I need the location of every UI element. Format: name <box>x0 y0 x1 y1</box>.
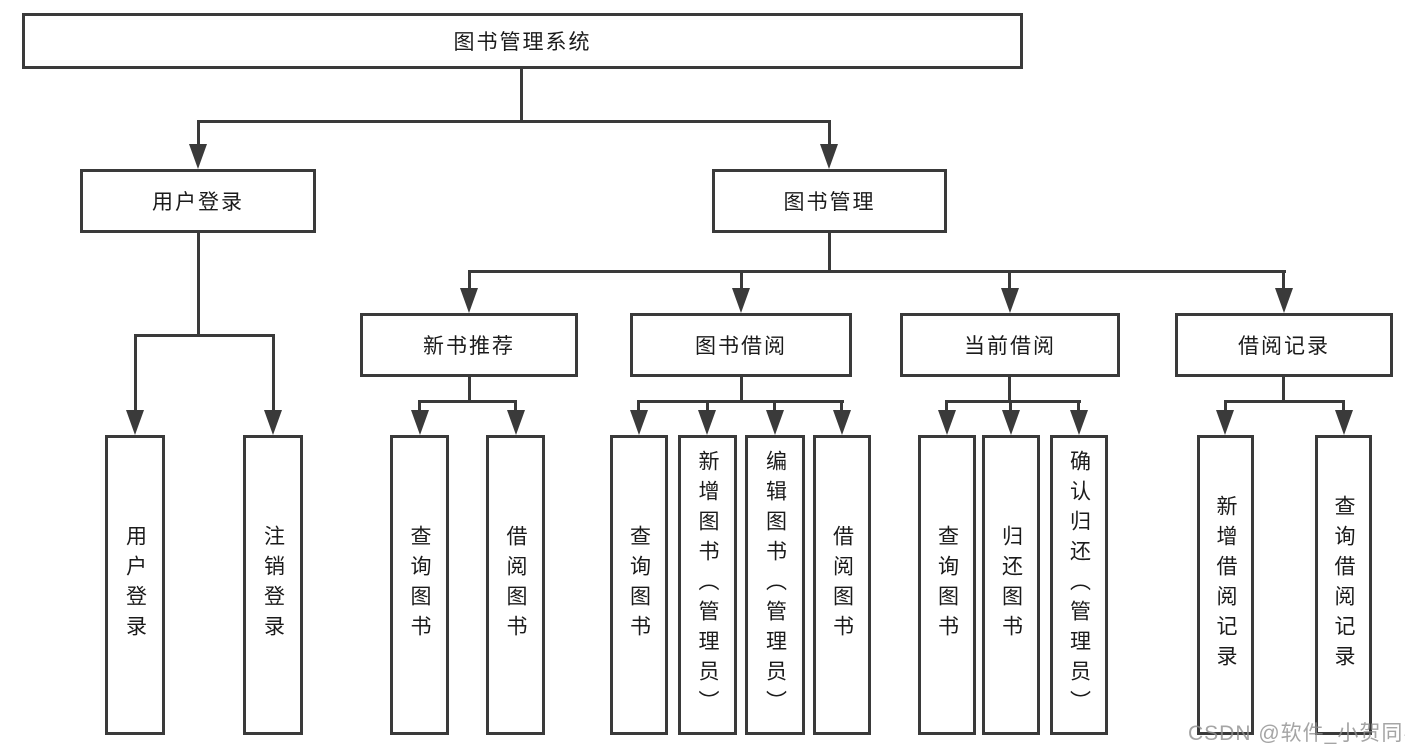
connector-current-stem <box>1008 377 1011 402</box>
node-borrowing-records-label: 借阅记录 <box>1238 335 1330 358</box>
leaf-query-borrow-record: 查询借阅记录 <box>1315 435 1372 735</box>
leaf-query-books-3: 查询图书 <box>918 435 976 735</box>
connector-l3-bar <box>468 270 1286 273</box>
node-root-label: 图书管理系统 <box>453 31 592 54</box>
arrowhead <box>460 288 478 313</box>
watermark-text: CSDN @软件_小贺同学 <box>1188 722 1405 745</box>
arrowhead <box>126 410 144 435</box>
node-current-borrowing: 当前借阅 <box>900 313 1120 377</box>
connector-l1-bar <box>197 120 831 123</box>
arrowhead <box>1216 410 1234 435</box>
connector-userlogin-stem <box>197 233 200 336</box>
node-book-management: 图书管理 <box>712 169 947 233</box>
leaf-user-login: 用户登录 <box>105 435 165 735</box>
connector-drop <box>514 400 517 412</box>
node-new-book-recommend-label: 新书推荐 <box>423 335 515 358</box>
arrowhead <box>833 410 851 435</box>
leaf-add-borrow-record: 新增借阅记录 <box>1197 435 1254 735</box>
connector-drop <box>637 400 640 412</box>
arrowhead <box>507 410 525 435</box>
connector-drop <box>840 400 843 412</box>
leaf-return-books: 归还图书 <box>982 435 1040 735</box>
connector-drop <box>1077 400 1080 412</box>
leaf-query-borrow-record-label: 查询借阅记录 <box>1332 495 1355 675</box>
connector-drop <box>740 270 743 290</box>
leaf-query-books-3-label: 查询图书 <box>935 525 959 645</box>
arrowhead <box>1275 288 1293 313</box>
arrowhead <box>938 410 956 435</box>
node-user-login-label: 用户登录 <box>152 191 244 214</box>
leaf-edit-books-admin-label: 编辑图书（管理员） <box>763 450 787 720</box>
connector-drop <box>272 334 275 412</box>
leaf-borrow-books-2-label: 借阅图书 <box>830 525 854 645</box>
arrowhead <box>820 144 838 169</box>
leaf-add-books-admin-label: 新增图书（管理员） <box>696 450 719 720</box>
connector-newbook-bar <box>418 400 517 403</box>
connector-current-bar <box>945 400 1081 403</box>
leaf-query-books-1-label: 查询图书 <box>408 525 431 645</box>
connector-drop <box>1282 270 1285 290</box>
leaf-borrow-books-2: 借阅图书 <box>813 435 871 735</box>
connector-drop <box>1008 270 1011 290</box>
leaf-user-login-label: 用户登录 <box>123 525 147 645</box>
connector-drop <box>468 270 471 290</box>
connector-drop <box>1342 400 1345 412</box>
leaf-logout-label: 注销登录 <box>261 525 285 645</box>
node-current-borrowing-label: 当前借阅 <box>964 335 1056 358</box>
node-borrowing-records: 借阅记录 <box>1175 313 1393 377</box>
connector-drop <box>706 400 709 412</box>
node-book-borrowing: 图书借阅 <box>630 313 852 377</box>
connector-userlogin-bar <box>134 334 275 337</box>
connector-borrowing-bar <box>637 400 844 403</box>
leaf-query-books-1: 查询图书 <box>390 435 449 735</box>
connector-drop <box>197 120 200 147</box>
arrowhead <box>411 410 429 435</box>
leaf-add-borrow-record-label: 新增借阅记录 <box>1214 495 1237 675</box>
leaf-add-books-admin: 新增图书（管理员） <box>678 435 737 735</box>
connector-newbook-stem <box>468 377 471 402</box>
arrowhead <box>698 410 716 435</box>
connector-records-stem <box>1282 377 1285 402</box>
node-book-borrowing-label: 图书借阅 <box>695 335 787 358</box>
node-user-login: 用户登录 <box>80 169 316 233</box>
arrowhead <box>189 144 207 169</box>
leaf-borrow-books-1: 借阅图书 <box>486 435 545 735</box>
leaf-query-books-2: 查询图书 <box>610 435 668 735</box>
leaf-return-books-label: 归还图书 <box>999 525 1023 645</box>
connector-drop <box>134 334 137 412</box>
arrowhead <box>766 410 784 435</box>
leaf-borrow-books-1-label: 借阅图书 <box>504 525 527 645</box>
leaf-query-books-2-label: 查询图书 <box>627 525 651 645</box>
arrowhead <box>1070 410 1088 435</box>
node-root: 图书管理系统 <box>22 13 1023 69</box>
arrowhead <box>1001 288 1019 313</box>
leaf-edit-books-admin: 编辑图书（管理员） <box>745 435 805 735</box>
arrowhead <box>1002 410 1020 435</box>
connector-records-bar <box>1224 400 1345 403</box>
leaf-confirm-return-admin: 确认归还（管理员） <box>1050 435 1108 735</box>
connector-drop <box>1009 400 1012 412</box>
connector-drop <box>1224 400 1227 412</box>
connector-drop <box>945 400 948 412</box>
connector-root-stem <box>520 68 523 122</box>
node-new-book-recommend: 新书推荐 <box>360 313 578 377</box>
arrowhead <box>732 288 750 313</box>
arrowhead <box>1335 410 1353 435</box>
arrowhead <box>264 410 282 435</box>
leaf-confirm-return-admin-label: 确认归还（管理员） <box>1067 450 1091 720</box>
connector-drop <box>773 400 776 412</box>
connector-borrowing-stem <box>740 377 743 402</box>
connector-drop <box>828 120 831 147</box>
leaf-logout: 注销登录 <box>243 435 303 735</box>
node-book-management-label: 图书管理 <box>783 191 876 214</box>
connector-bookmgmt-stem <box>828 233 831 273</box>
connector-drop <box>418 400 421 412</box>
arrowhead <box>630 410 648 435</box>
